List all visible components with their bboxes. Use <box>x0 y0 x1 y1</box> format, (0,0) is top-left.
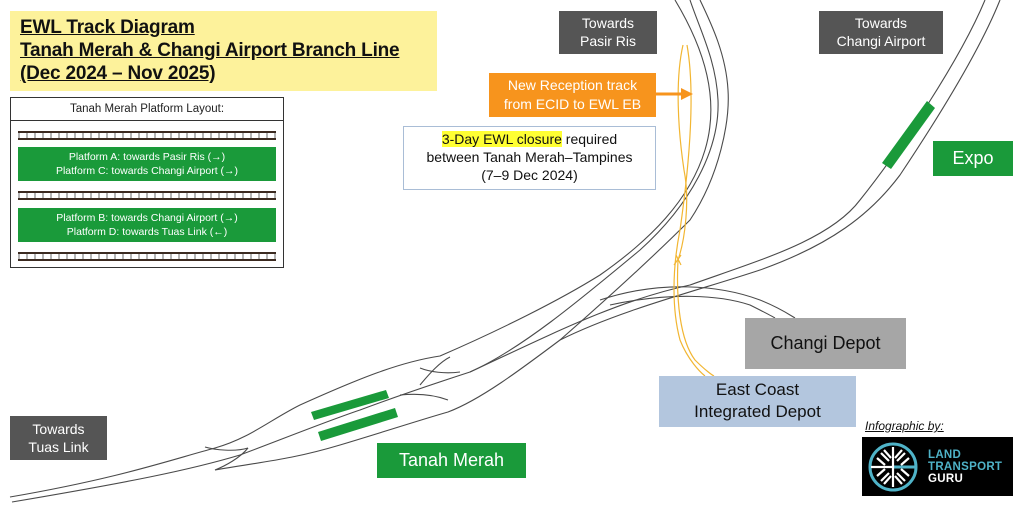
towards-tuas-link-label: Towards Tuas Link <box>10 416 107 460</box>
tanah-merah-platform-1 <box>311 390 389 420</box>
track-reception-crossover <box>673 254 682 266</box>
changi-depot-label: Changi Depot <box>745 318 906 369</box>
logo-line-1: LAND <box>928 449 962 461</box>
platform-b-label: Platform B: towards Changi Airport (→) <box>56 212 238 224</box>
platform-a-label: Platform A: towards Pasir Ris (→) <box>68 151 226 163</box>
reception-track-callout: New Reception track from ECID to EWL EB <box>489 73 656 117</box>
platform-layout-box: Tanah Merah Platform Layout: Platform A:… <box>10 97 284 268</box>
platform-b-d: Platform B: towards Changi Airport (→) P… <box>18 208 276 242</box>
direction-line-2: Tuas Link <box>28 439 89 455</box>
towards-pasir-ris-label: Towards Pasir Ris <box>559 11 657 54</box>
station-label-tanah-merah: Tanah Merah <box>377 443 526 478</box>
callout-line-2: from ECID to EWL EB <box>503 96 642 112</box>
arrow-right-icon <box>655 88 693 100</box>
track-crossover-2 <box>214 447 249 471</box>
track-depot-2 <box>609 295 776 319</box>
title-box: EWL Track Diagram Tanah Merah & Changi A… <box>10 11 437 91</box>
station-label-expo: Expo <box>933 141 1013 176</box>
closure-line-2: between Tanah Merah–Tampines <box>426 149 633 165</box>
logo-line-3: GURU <box>928 473 964 485</box>
track-crossover-5 <box>399 393 449 401</box>
closure-highlight: 3-Day EWL closure <box>441 131 562 147</box>
direction-line-1: Towards <box>32 421 85 437</box>
logo-wordmark: LAND TRANSPORT GURU <box>928 449 1002 485</box>
platform-d-label: Platform D: towards Tuas Link (←) <box>66 226 228 238</box>
direction-line-1: Towards <box>581 15 635 31</box>
credit-label: Infographic by: <box>865 419 944 433</box>
track-cal-1 <box>469 0 986 373</box>
platform-a-c: Platform A: towards Pasir Ris (→) Platfo… <box>18 147 276 181</box>
platform-c-label: Platform C: towards Changi Airport (→) <box>55 165 239 177</box>
title-line-2: Tanah Merah & Changi Airport Branch Line <box>20 40 400 61</box>
title-line-3: (Dec 2024 – Nov 2025) <box>20 63 216 84</box>
callout-line-1: New Reception track <box>507 77 638 93</box>
track-crossover-1 <box>204 446 249 451</box>
ecid-label: East Coast Integrated Depot <box>659 376 856 427</box>
track-depot-1 <box>599 286 796 319</box>
closure-rest: required <box>561 131 618 147</box>
direction-line-2: Pasir Ris <box>579 33 636 49</box>
closure-line-3: (7–9 Dec 2024) <box>481 167 578 183</box>
tanah-merah-platform-2 <box>318 408 398 441</box>
direction-line-1: Towards <box>854 15 908 31</box>
track-crossover-3 <box>419 367 461 374</box>
track-reception-1 <box>673 44 706 377</box>
track-ewl-north <box>9 0 712 498</box>
track-cal-2 <box>559 0 1001 341</box>
expo-platform <box>882 101 935 169</box>
towards-changi-airport-label: Towards Changi Airport <box>819 11 943 54</box>
track-reception-2 <box>676 44 715 377</box>
direction-line-2: Changi Airport <box>836 33 926 49</box>
platform-layout-heading: Tanah Merah Platform Layout: <box>11 98 283 121</box>
logo-line-2: TRANSPORT <box>928 461 1003 473</box>
track-crossover-4 <box>419 356 451 386</box>
land-transport-guru-logo: LAND TRANSPORT GURU <box>862 437 1013 496</box>
rail-track-icon <box>18 131 276 140</box>
ecid-line-2: Integrated Depot <box>694 402 821 421</box>
rail-track-icon <box>18 252 276 261</box>
rail-track-icon <box>18 191 276 200</box>
ecid-line-1: East Coast <box>715 380 800 399</box>
closure-note: 3-Day EWL closure required between Tanah… <box>403 126 656 190</box>
ltg-compass-icon <box>868 442 918 492</box>
title-line-1: EWL Track Diagram <box>20 17 195 38</box>
